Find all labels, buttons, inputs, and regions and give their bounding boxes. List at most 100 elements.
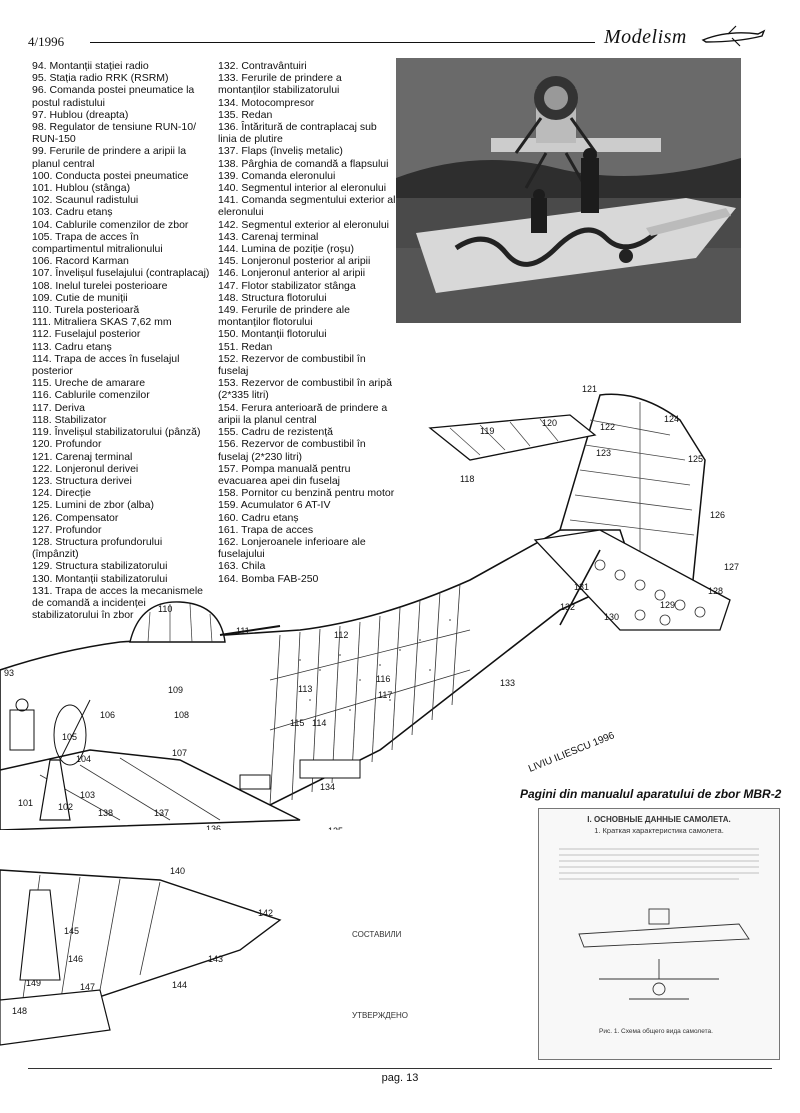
callout-130: 130 [604,612,619,622]
header-rule [90,42,595,43]
legend-item: 150. Montanții flotorului [218,328,327,341]
callout-126: 126 [710,510,725,520]
legend-item: 146. Lonjeronul anterior al aripii [218,267,366,280]
legend-item: 123. Structura derivei [32,474,132,487]
issue-number: 4/1996 [28,34,65,49]
callout-118: 118 [460,474,474,484]
callout-104: 104 [76,754,91,764]
callout-125: 125 [688,454,703,464]
callout-137: 137 [154,808,169,818]
legend-item: 147. Flotor stabilizator stânga [218,279,356,292]
manual-authors-label: СОСТАВИЛИ [352,930,402,939]
legend-item: 164. Bomba FAB-250 [218,572,319,585]
callout-122: 122 [600,422,615,432]
legend-item: 145. Lonjeronul posterior al aripii [218,255,371,268]
legend-item: 99. Ferurile de prindere a aripii la pla… [32,145,187,170]
manual-approved-label: УТВЕРЖДЕНО [352,1011,409,1020]
callout-110: 110 [158,604,172,614]
legend-item: 110. Turela posterioară [32,304,140,317]
legend-item: 135. Redan [218,108,273,121]
legend-item: 95. Stația radio RRK (RSRM) [32,72,169,85]
manual-figure-caption: Рис. 1. Схема общего вида самолета. [599,1027,713,1035]
callout-128: 128 [708,586,723,596]
legend-item: 161. Trapa de acces [218,523,314,536]
legend-item: 142. Segmentul exterior al eleronului [218,218,390,231]
callout-144: 144 [172,980,187,990]
legend-item: 114. Trapa de acces în fuselajul posteri… [32,352,180,378]
legend-item: 124. Direcție [32,487,91,500]
callout-115: 115 [290,718,304,728]
legend-item: 156. Rezervor de combustibil în fuselaj … [218,438,366,463]
legend-item: 151. Redan [218,340,273,353]
callout-112: 112 [334,630,348,640]
callout-106: 106 [100,710,115,720]
callout-114: 114 [312,718,326,728]
legend-item: 137. Flaps (înveliș metalic) [218,145,343,158]
legend-item: 160. Cadru etanș [218,511,299,524]
callout-149: 149 [26,978,41,988]
logo-airplane-icon [701,25,766,47]
legend-item: 105. Trapa de acces în compartimentul mi… [32,230,163,256]
legend-item: 104. Cablurile comenzilor de zbor [32,218,189,231]
legend-item: 125. Lumini de zbor (alba) [32,499,154,512]
legend-item: 107. Învelișul fuselajului (contraplacaj… [32,267,210,280]
page-number: pag. 13 [381,1072,419,1084]
legend-item: 112. Fuselajul posterior [32,328,141,341]
seaplane-photo [396,58,741,323]
callout-127: 127 [724,562,739,572]
legend-item: 96. Comanda postei pneumatice la postul … [32,84,195,109]
callout-105: 105 [62,732,77,742]
callout-121: 121 [582,384,597,394]
legend-item: 149. Ferurile de prindere ale montanțilo… [218,304,350,329]
legend-item: 131. Trapa de acces la mecanismele de co… [32,584,204,622]
callout-116: 116 [376,674,390,684]
legend-item: 139. Comanda eleronului [218,169,336,182]
legend-item: 129. Structura stabilizatorului [32,560,168,573]
callout-132: 132 [560,602,575,612]
legend-item: 121. Carenaj terminal [32,450,133,463]
callout-133: 133 [500,678,515,688]
legend-item: 98. Regulator de tensiune RUN-10/ RUN-15… [32,121,197,146]
callout-108: 108 [174,710,189,720]
legend-item: 113. Cadru etanș [32,340,112,353]
legend-item: 152. Rezervor de combustibil în fuselaj [218,352,366,378]
legend-item: 148. Structura flotorului [218,291,327,304]
legend-item: 162. Lonjeroanele inferioare ale fuselaj… [218,535,366,561]
callout-93: 93 [4,668,14,678]
legend-item: 94. Montanții stației radio [32,60,149,72]
legend-item: 103. Cadru etanș [32,206,113,219]
callout-109: 109 [168,685,183,695]
callout-145: 145 [64,926,79,936]
callout-102: 102 [58,802,73,812]
artist-signature: LIVIU ILIESCU 1996 [527,730,617,775]
callout-107: 107 [172,748,187,758]
callout-131: 131 [574,582,589,592]
callout-142: 142 [258,908,273,918]
legend-item: 122. Lonjeronul derivei [32,462,139,475]
legend-item: 140. Segmentul interior al eleronului [218,182,387,195]
legend-item: 132. Contravântuiri [218,60,307,72]
legend-item: 141. Comanda segmentului exterior al ele… [218,194,396,219]
legend-item: 117. Deriva [32,401,85,414]
legend-item: 130. Montanții stabilizatorului [32,572,168,585]
manual-heading: I. ОСНОВНЫЕ ДАННЫЕ САМОЛЕТА. [587,815,731,824]
callout-123: 123 [596,448,611,458]
footer-rule [28,1068,772,1069]
callout-101: 101 [18,798,33,808]
callout-148: 148 [12,1006,27,1016]
legend-item: 144. Lumina de poziție (roșu) [218,243,354,256]
legend-item: 120. Profundor [32,438,102,451]
callout-138: 138 [98,808,113,818]
callout-120: 120 [542,418,557,428]
legend-item: 100. Conducta postei pneumatice [32,169,189,182]
legend-item: 111. Mitraliera SKAS 7,62 mm [32,316,172,329]
legend-item: 154. Ferura anterioară de prindere a ari… [218,401,388,426]
callout-111: 111 [236,626,250,636]
legend-item: 128. Structura profundorului (împânzit) [32,535,163,561]
manual-right-page: I. ОСНОВНЫЕ ДАННЫЕ САМОЛЕТА. 1. Краткая … [538,808,780,1060]
legend-item: 127. Profundor [32,523,102,536]
legend-item: 116. Cablurile comenzilor [32,389,150,402]
legend-item: 158. Pornitor cu benzină pentru motor [218,487,395,500]
legend-item: 157. Pompa manuală pentru evacuarea apei… [218,462,351,487]
